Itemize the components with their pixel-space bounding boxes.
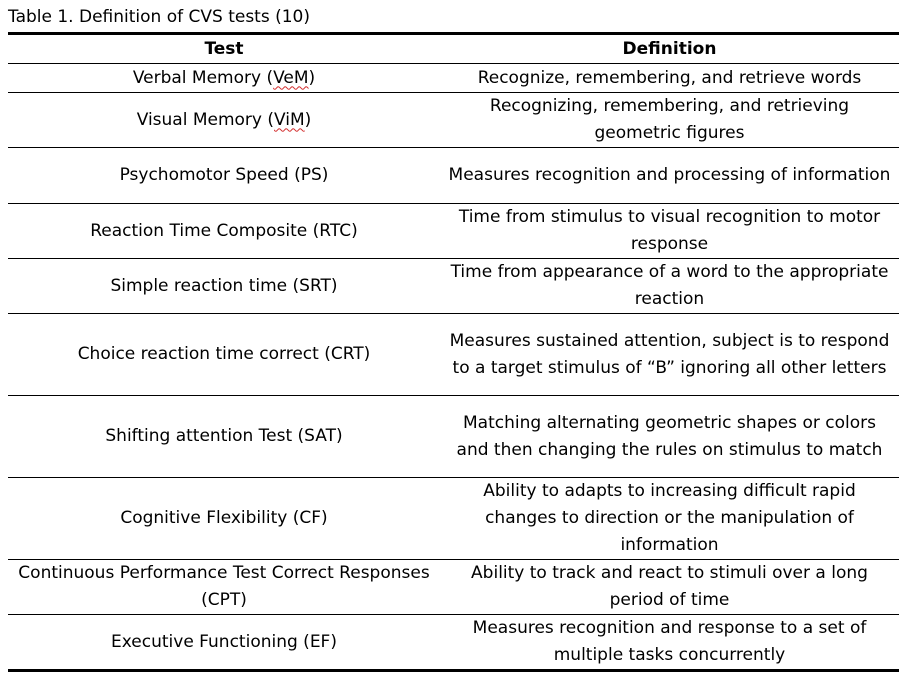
definition-cell: Recognize, remembering, and retrieve wor…: [440, 63, 899, 93]
definition-cell: Measures sustained attention, subject is…: [440, 313, 899, 396]
header-definition: Definition: [440, 32, 899, 64]
table-header-row: Test Definition: [8, 32, 899, 64]
test-name-suffix: ): [304, 109, 312, 130]
test-cell: Choice reaction time correct (CRT): [8, 313, 440, 396]
table-caption: Table 1. Definition of CVS tests (10): [8, 7, 310, 27]
test-cell: Executive Functioning (EF): [8, 614, 440, 672]
definition-cell: Measures recognition and response to a s…: [440, 614, 899, 672]
test-name: Verbal Memory (: [132, 67, 274, 88]
test-cell: Verbal Memory (VeM): [8, 63, 440, 93]
test-cell: Reaction Time Composite (RTC): [8, 203, 440, 259]
definitions-table: Test Definition Verbal Memory (VeM) Reco…: [8, 32, 899, 672]
table-row: Executive Functioning (EF) Measures reco…: [8, 614, 899, 672]
table-row: Verbal Memory (VeM) Recognize, rememberi…: [8, 63, 899, 93]
table-row: Continuous Performance Test Correct Resp…: [8, 559, 899, 615]
definition-cell: Ability to track and react to stimuli ov…: [440, 559, 899, 615]
table-row: Visual Memory (ViM) Recognizing, remembe…: [8, 92, 899, 148]
test-name: Visual Memory (: [136, 109, 275, 130]
test-cell: Visual Memory (ViM): [8, 92, 440, 148]
test-abbreviation: VeM: [273, 67, 309, 88]
definition-cell: Time from stimulus to visual recognition…: [440, 203, 899, 259]
definition-cell: Matching alternating geometric shapes or…: [440, 395, 899, 478]
definition-cell: Time from appearance of a word to the ap…: [440, 258, 899, 314]
test-name-suffix: ): [308, 67, 316, 88]
definition-cell: Recognizing, remembering, and retrieving…: [440, 92, 899, 148]
test-cell: Cognitive Flexibility (CF): [8, 477, 440, 560]
table-row: Shifting attention Test (SAT) Matching a…: [8, 395, 899, 478]
table-row: Cognitive Flexibility (CF) Ability to ad…: [8, 477, 899, 560]
table-row: Simple reaction time (SRT) Time from app…: [8, 258, 899, 314]
test-cell: Psychomotor Speed (PS): [8, 147, 440, 204]
definition-cell: Measures recognition and processing of i…: [440, 147, 899, 204]
test-cell: Continuous Performance Test Correct Resp…: [8, 559, 440, 615]
table-row: Choice reaction time correct (CRT) Measu…: [8, 313, 899, 396]
definition-cell: Ability to adapts to increasing difficul…: [440, 477, 899, 560]
table-row: Reaction Time Composite (RTC) Time from …: [8, 203, 899, 259]
test-abbreviation: ViM: [274, 109, 305, 130]
table-row: Psychomotor Speed (PS) Measures recognit…: [8, 147, 899, 204]
test-cell: Simple reaction time (SRT): [8, 258, 440, 314]
test-cell: Shifting attention Test (SAT): [8, 395, 440, 478]
header-test: Test: [8, 32, 440, 64]
